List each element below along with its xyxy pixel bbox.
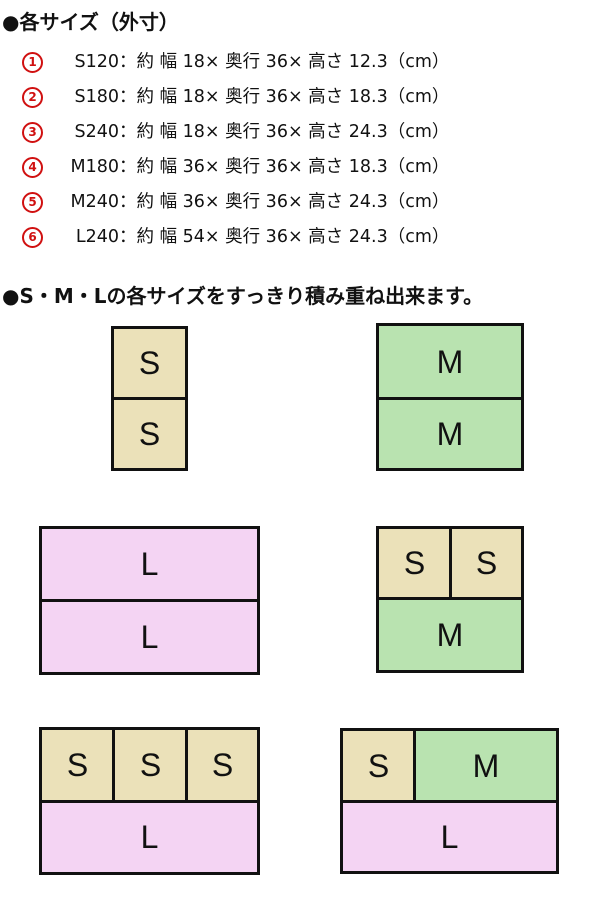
circled-number: 4 xyxy=(22,156,43,178)
box-l: L xyxy=(340,800,559,874)
size-row: 6 L240：約 幅 54× 奥行 36× 高さ 24.3（cm） xyxy=(22,225,449,249)
circled-number: 6 xyxy=(22,226,43,248)
size-code: S120 xyxy=(74,52,119,72)
box-l: L xyxy=(39,599,260,675)
size-code: S240 xyxy=(74,122,119,142)
box-s: S xyxy=(39,727,116,804)
size-row: 5 M240：約 幅 36× 奥行 36× 高さ 24.3（cm） xyxy=(22,190,449,214)
box-s: S xyxy=(340,728,417,804)
size-code: S180 xyxy=(74,87,119,107)
size-code: M180 xyxy=(70,157,119,177)
circled-number: 2 xyxy=(22,86,43,108)
size-dimensions: ：約 幅 18× 奥行 36× 高さ 24.3（cm） xyxy=(119,122,450,142)
size-row: 3 S240：約 幅 18× 奥行 36× 高さ 24.3（cm） xyxy=(22,120,449,144)
box-s: S xyxy=(112,727,189,804)
size-dimensions: ：約 幅 18× 奥行 36× 高さ 18.3（cm） xyxy=(119,87,450,107)
heading-stacking: ●S・M・Lの各サイズをすっきり積み重ね出来ます。 xyxy=(2,284,484,308)
size-code: M240 xyxy=(70,192,119,212)
size-dimensions: ：約 幅 36× 奥行 36× 高さ 24.3（cm） xyxy=(119,192,450,212)
size-row: 1 S120：約 幅 18× 奥行 36× 高さ 12.3（cm） xyxy=(22,50,449,74)
box-s: S xyxy=(185,727,260,804)
box-m: M xyxy=(413,728,559,804)
heading-sizes: ●各サイズ（外寸） xyxy=(2,10,179,34)
box-m: M xyxy=(376,397,524,471)
circled-number: 5 xyxy=(22,191,43,213)
box-s: S xyxy=(449,526,524,601)
box-l: L xyxy=(39,800,260,875)
box-s: S xyxy=(111,326,188,401)
circled-number: 3 xyxy=(22,121,43,143)
circled-number: 1 xyxy=(22,51,43,73)
box-s: S xyxy=(376,526,453,601)
box-l: L xyxy=(39,526,260,603)
size-row: 4 M180：約 幅 36× 奥行 36× 高さ 18.3（cm） xyxy=(22,155,449,179)
box-m: M xyxy=(376,597,524,673)
size-row: 2 S180：約 幅 18× 奥行 36× 高さ 18.3（cm） xyxy=(22,85,449,109)
size-dimensions: ：約 幅 54× 奥行 36× 高さ 24.3（cm） xyxy=(119,227,450,247)
box-m: M xyxy=(376,323,524,401)
size-code: L240 xyxy=(75,227,119,247)
box-s: S xyxy=(111,397,188,471)
size-dimensions: ：約 幅 18× 奥行 36× 高さ 12.3（cm） xyxy=(119,52,450,72)
size-dimensions: ：約 幅 36× 奥行 36× 高さ 18.3（cm） xyxy=(119,157,450,177)
